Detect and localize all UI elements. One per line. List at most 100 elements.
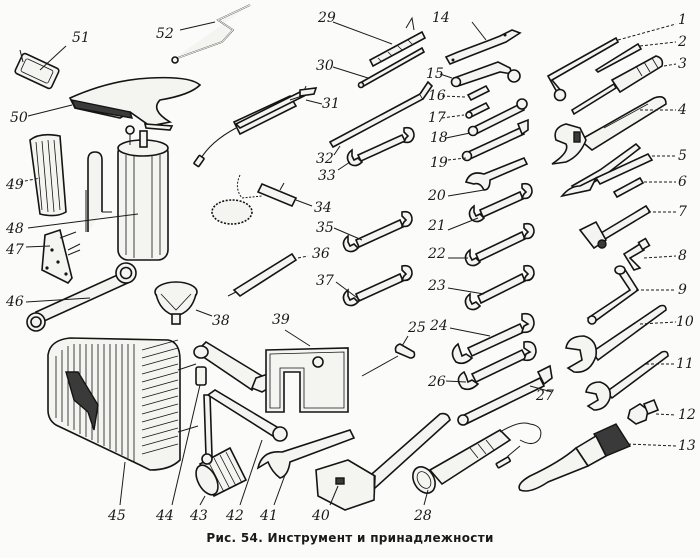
callout-1: 1 [678, 12, 687, 28]
item-49-container: 49 [5, 133, 67, 217]
callout-20: 20 [427, 188, 446, 204]
callout-36: 36 [312, 246, 330, 262]
callout-7: 7 [678, 204, 687, 220]
callout-39: 39 [272, 312, 290, 328]
item-23-open-wrench: 23 [427, 264, 535, 311]
item-47-bracket: 47 [5, 228, 81, 285]
item-51-tag: 51 [14, 30, 90, 90]
callout-40: 40 [311, 508, 330, 524]
callout-28: 28 [413, 508, 432, 524]
callout-2: 2 [677, 34, 687, 50]
item-30-pin-rod: 30 [316, 46, 426, 89]
item-36-punch: 36 [227, 246, 330, 298]
item-10-open-wrench: 10 [565, 304, 694, 373]
item-50-cloth: 50 [10, 76, 202, 131]
callout-21: 21 [427, 218, 446, 234]
item-44-sleeve: 44 [155, 366, 207, 524]
callout-38: 38 [212, 313, 230, 329]
figure-caption: Рис. 54. Инструмент и принадлежности [206, 531, 494, 545]
item-2-punch: 2 [594, 34, 687, 73]
item-15-cranked-box-wrench: 15 [426, 61, 521, 88]
item-3-screwdriver: 3 [570, 55, 687, 116]
item-33-open-wrench: 33 [318, 126, 415, 184]
item-27-tube-wrench: 27 [457, 364, 554, 426]
callout-41: 41 [259, 508, 278, 524]
callout-6: 6 [678, 174, 687, 190]
callout-47: 47 [5, 242, 24, 258]
callout-48: 48 [5, 221, 24, 237]
callout-4: 4 [677, 102, 687, 118]
item-12-fitting: 12 [627, 398, 696, 425]
item-11-open-wrench: 11 [585, 350, 694, 411]
callout-32: 32 [316, 151, 334, 167]
callout-35: 35 [316, 220, 334, 236]
callout-22: 22 [427, 246, 446, 262]
callout-3: 3 [678, 56, 687, 72]
item-13-brush: 13 [518, 423, 696, 492]
item-32-long-rod: 32 [316, 80, 434, 167]
item-25-key: 25 [361, 320, 426, 377]
callout-52: 52 [156, 26, 174, 42]
callout-51: 51 [72, 30, 90, 46]
item-31-grease-gun: 31 [193, 85, 340, 168]
callout-23: 23 [427, 278, 446, 294]
callout-44: 44 [155, 508, 174, 524]
item-52-crank-rod: 52 [156, 4, 251, 64]
item-22-open-wrench: 22 [427, 222, 535, 267]
callout-46: 46 [5, 294, 24, 310]
item-34-t-key-chain: 34 [211, 174, 332, 225]
item-5-pliers: 5 [559, 142, 687, 198]
callout-45: 45 [107, 508, 126, 524]
callout-10: 10 [676, 314, 694, 330]
item-24-open-wrench: 24 [429, 312, 535, 365]
callout-26: 26 [427, 374, 446, 390]
item-46-box-spanner: 46 [5, 262, 137, 332]
item-38-funnel: 38 [154, 281, 230, 329]
item-17-pin: 17 [428, 101, 491, 126]
item-41-hook-spanner: 41 [256, 429, 356, 524]
item-1-l-handle-wrench: 1 [546, 12, 687, 102]
item-42-socket-wrench: 42 [201, 389, 288, 524]
callout-29: 29 [317, 10, 336, 26]
callout-16: 16 [428, 88, 446, 104]
item-14-flat-wrench: 14 [432, 10, 522, 66]
item-37-open-wrench: 37 [316, 264, 413, 307]
callout-18: 18 [430, 130, 448, 146]
callout-27: 27 [535, 388, 554, 404]
item-19-tube-wrench: 19 [430, 118, 529, 171]
callout-24: 24 [429, 318, 448, 334]
callout-25: 25 [407, 320, 426, 336]
callout-13: 13 [678, 438, 696, 454]
callout-14: 14 [432, 10, 450, 26]
item-16-pin: 16 [428, 84, 491, 104]
item-8-small-l-socket: 8 [622, 237, 687, 271]
callout-50: 50 [10, 110, 28, 126]
item-7-hammer: 7 [578, 204, 687, 250]
callout-42: 42 [225, 508, 244, 524]
callout-11: 11 [676, 356, 694, 372]
callout-15: 15 [426, 66, 444, 82]
callout-37: 37 [316, 273, 334, 289]
callout-33: 33 [318, 168, 336, 184]
callout-34: 34 [314, 200, 332, 216]
callout-30: 30 [316, 58, 334, 74]
callout-5: 5 [678, 148, 687, 164]
item-28-inspection-lamp: 28 [412, 422, 542, 524]
callout-9: 9 [678, 282, 687, 298]
callout-43: 43 [189, 508, 208, 524]
item-9-l-box-wrench: 9 [586, 265, 687, 325]
item-29-rod: 29 [317, 10, 427, 68]
callout-19: 19 [430, 155, 448, 171]
item-21-open-wrench: 21 [427, 182, 533, 234]
item-48-tank: 48 [5, 125, 169, 261]
item-6-drift: 6 [612, 174, 687, 199]
item-39-plate: 39 [265, 312, 349, 413]
item-26-open-wrench: 26 [427, 340, 537, 391]
callout-12: 12 [678, 407, 696, 423]
item-18-tube-wrench: 18 [430, 98, 528, 146]
item-20-hook-spanner: 20 [427, 156, 529, 204]
item-4-adjustable-wrench: 4 [551, 96, 687, 165]
item-45-cover: 45 [47, 337, 199, 524]
item-40-hammer: 40 [311, 412, 451, 524]
